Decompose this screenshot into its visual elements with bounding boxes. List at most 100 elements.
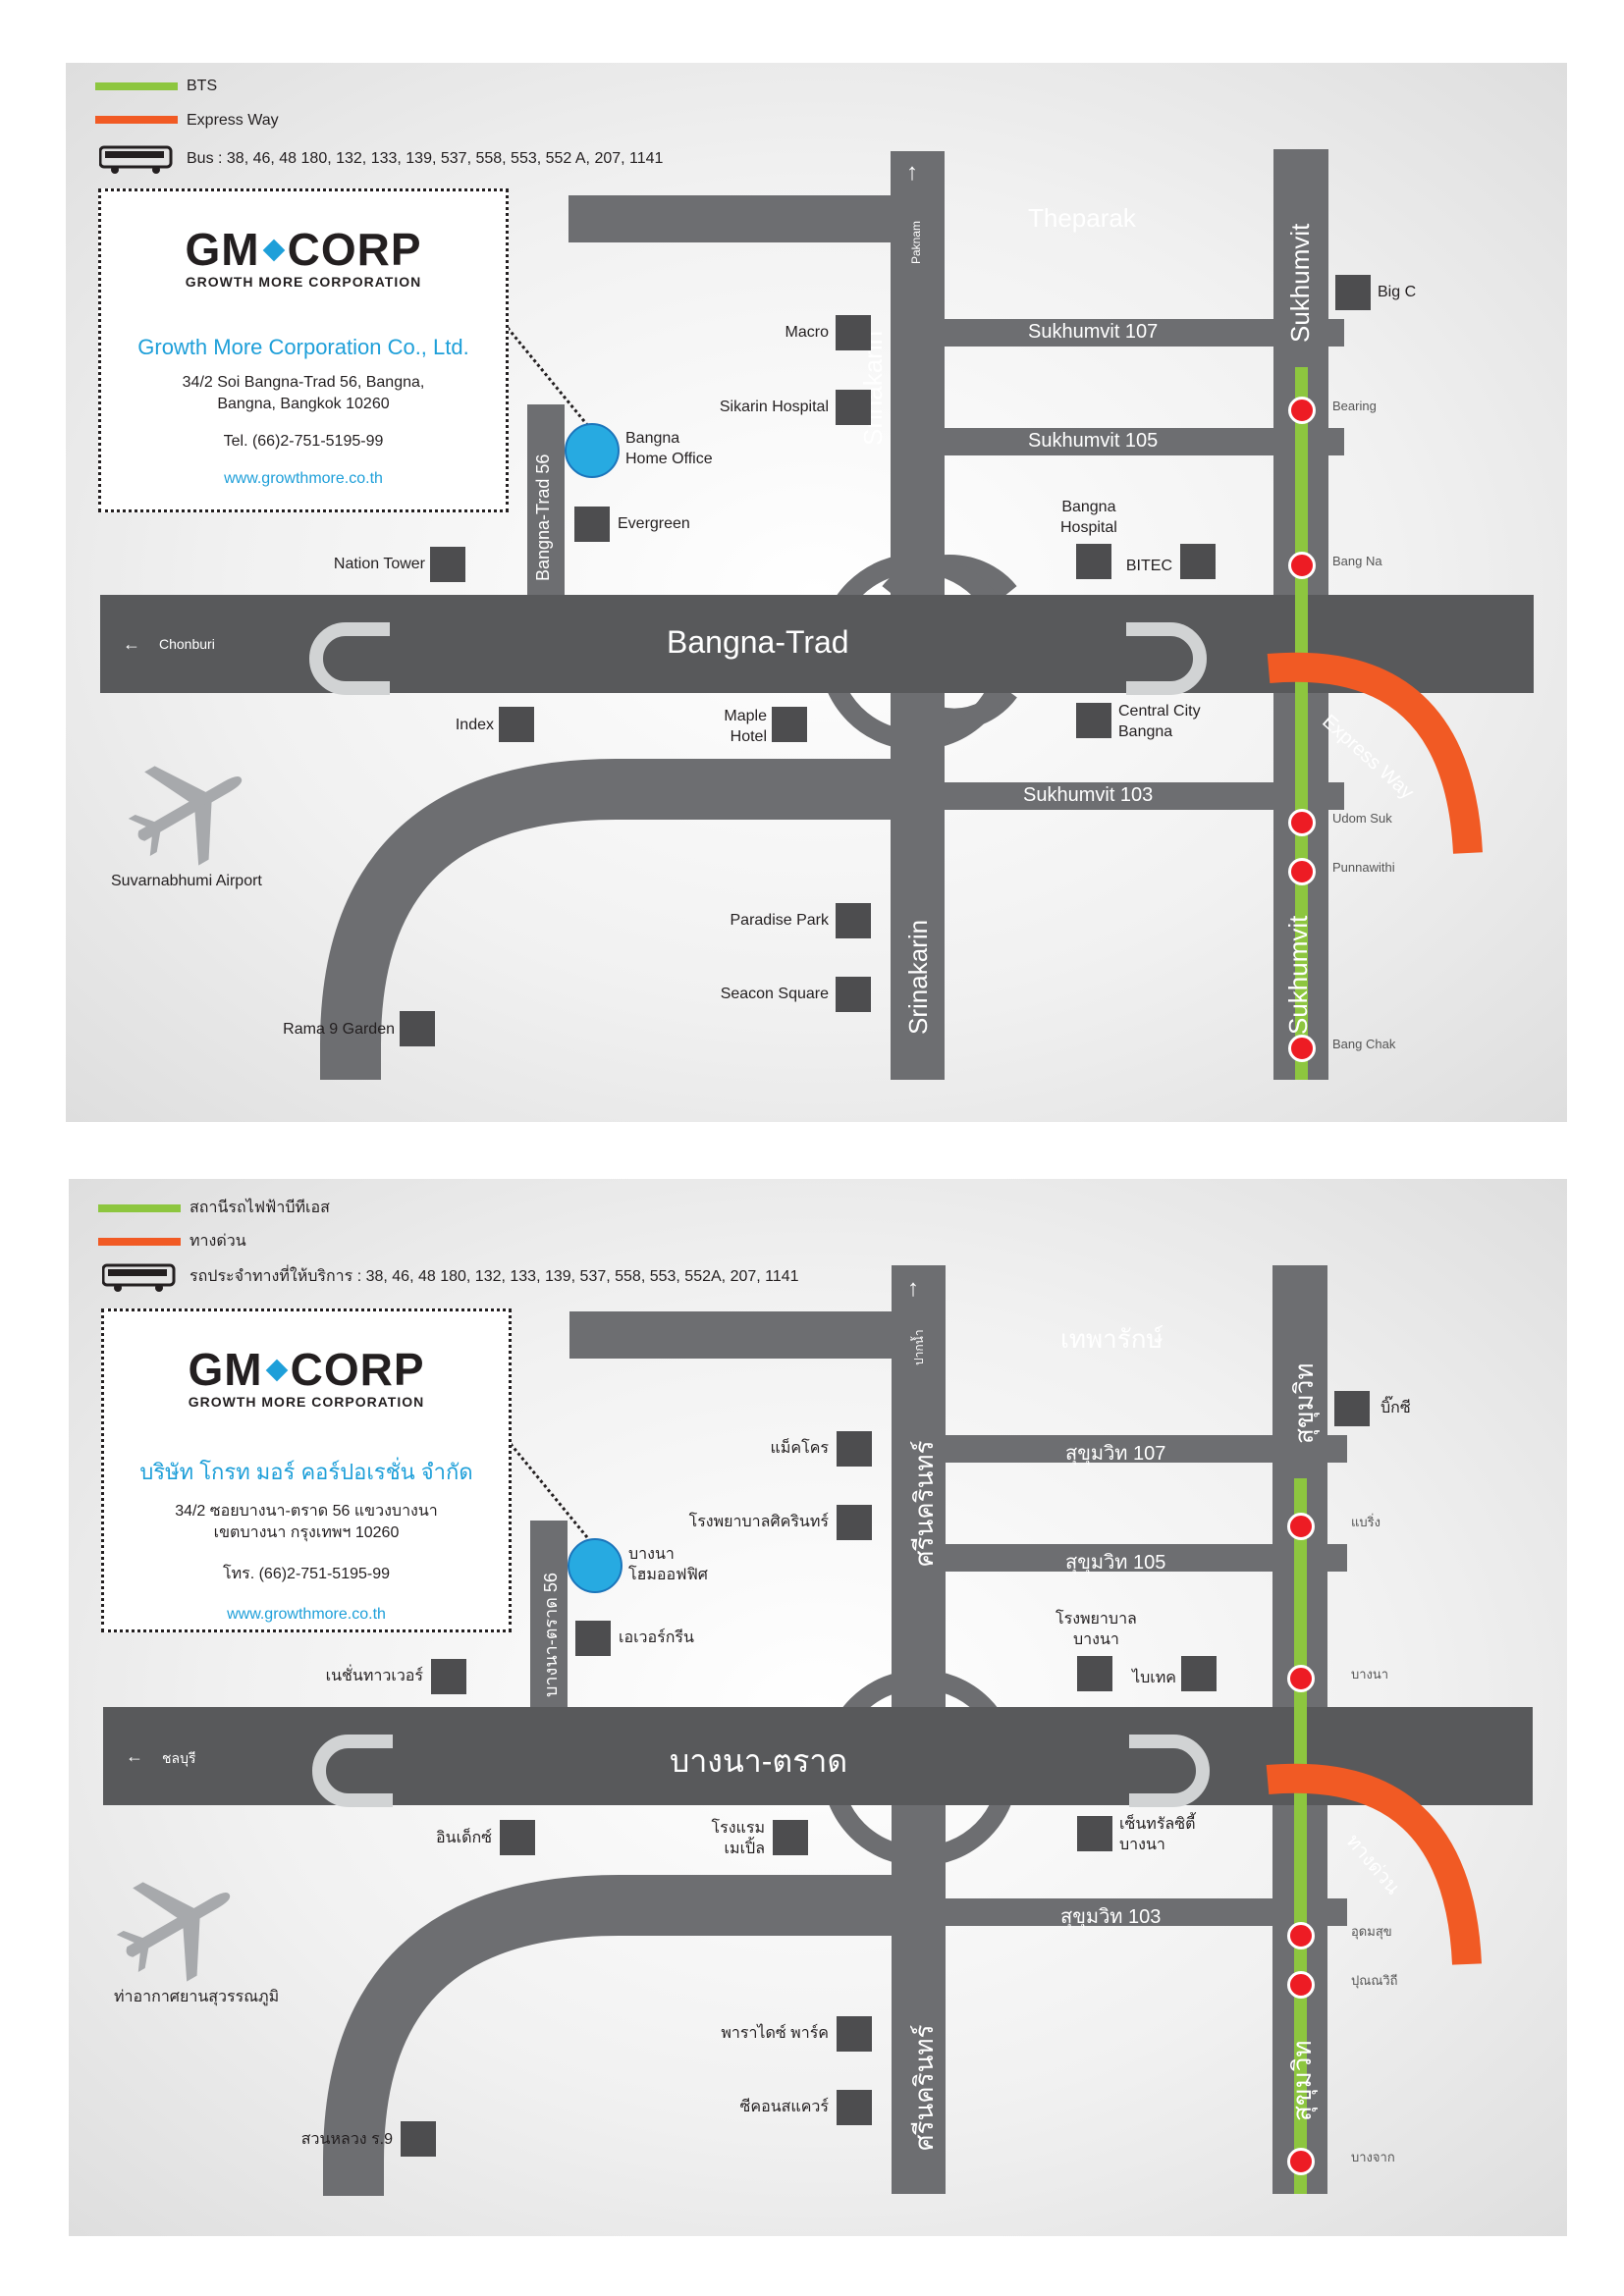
building-paradise-park (836, 903, 871, 938)
label-theparak: เทพารักษ์ (1060, 1324, 1164, 1354)
building-nation-tower (430, 547, 465, 582)
u-turn-right (1126, 622, 1207, 695)
legend-bts-label: สถานีรถไฟฟ้าบีทีเอส (189, 1200, 330, 1216)
building-sikarin-hospital (836, 390, 871, 425)
label-bitec: ไบเทค (1132, 1670, 1176, 1686)
bts-station-icon[interactable] (1288, 397, 1316, 424)
label-bangna-trad: Bangna-Trad (667, 624, 849, 660)
label-nation-tower: เนชั่นทาวเวอร์ (325, 1668, 423, 1684)
label-seacon-square: ซีคอนสแควร์ (739, 2099, 829, 2115)
label-sukhumvit-103: สุขุมวิท 103 (1060, 1906, 1162, 1928)
station-bang-chak: Bang Chak (1332, 1037, 1396, 1051)
legend-bts-label: BTS (187, 78, 218, 94)
building-bitec (1180, 544, 1216, 579)
bus-icon (98, 145, 174, 175)
building-nation-tower (431, 1659, 466, 1694)
company-phone: โทร. (66)2-751-5195-99 (222, 1566, 391, 1582)
label-rama9-garden: สวนหลวง ร.9 (300, 2131, 393, 2148)
legend-expressway-label: ทางด่วน (189, 1233, 246, 1250)
building-big-c (1335, 275, 1371, 310)
label-rama9-garden: Rama 9 Garden (283, 1021, 395, 1038)
u-turn-left (309, 622, 390, 695)
label-sukhumvit-105: สุขุมวิท 105 (1065, 1552, 1166, 1574)
label-seacon-square: Seacon Square (720, 986, 829, 1002)
label-bangna-trad: บางนา-ตราด (670, 1743, 848, 1779)
label-paknam: ปากน้ำ (912, 1329, 926, 1365)
station-bearing: Bearing (1332, 399, 1377, 413)
bts-station-icon[interactable] (1287, 1971, 1315, 1999)
legend-bts-line (95, 82, 178, 90)
bts-station-icon[interactable] (1288, 809, 1316, 836)
building-bangna-hospital (1077, 1656, 1112, 1691)
road-theparak (569, 1311, 933, 1359)
building-bangna-hospital (1076, 544, 1111, 579)
bts-station-icon[interactable] (1287, 1665, 1315, 1692)
legend-expressway-label: Express Way (187, 112, 279, 129)
bts-station-icon[interactable] (1287, 1922, 1315, 1949)
legend-bus-label: Bus : 38, 46, 48 180, 132, 133, 139, 537… (187, 150, 664, 167)
bts-station-icon[interactable] (1287, 2148, 1315, 2175)
company-name: บริษัท โกรท มอร์ คอร์ปอเรชั่น จำกัด (139, 1460, 473, 1484)
bts-station-icon[interactable] (1288, 552, 1316, 579)
building-evergreen (575, 1621, 611, 1656)
building-maple-hotel (772, 707, 807, 742)
logo-subtitle: GROWTH MORE CORPORATION (188, 1394, 425, 1410)
label-bangna-hospital: โรงพยาบาลบางนา (1056, 1611, 1137, 1648)
label-bangna-trad-56: Bangna-Trad 56 (533, 454, 553, 581)
label-chonburi: ชลบุรี (162, 1750, 196, 1766)
road-sukhumvit-103 (893, 1898, 1347, 1926)
label-sikarin-hospital: โรงพยาบาลศิครินทร์ (688, 1514, 829, 1530)
label-sukhumvit-103: Sukhumvit 103 (1023, 784, 1154, 806)
legend-expressway-line (98, 1238, 181, 1246)
building-index (500, 1820, 535, 1855)
label-big-c: บิ๊กซี (1380, 1400, 1411, 1416)
label-bitec: BITEC (1125, 558, 1172, 574)
label-macro: Macro (785, 324, 829, 341)
curved-road (320, 759, 891, 1080)
label-sukhumvit-bottom: สุขุมวิท (1287, 2040, 1317, 2121)
logo-diamond-icon (262, 239, 285, 262)
bts-station-icon[interactable] (1288, 1035, 1316, 1062)
building-sikarin-hospital (837, 1505, 872, 1540)
legend-expressway-line (95, 116, 178, 124)
label-srinakarin-bottom: ศรีนครินทร์ (909, 2024, 939, 2151)
road-network (100, 149, 1534, 1080)
station-bang-na: บางนา (1351, 1667, 1389, 1682)
office-location-marker[interactable] (565, 423, 620, 478)
building-central-city (1076, 703, 1111, 738)
company-website[interactable]: www.growthmore.co.th (227, 1606, 386, 1623)
label-sikarin-hospital: Sikarin Hospital (719, 399, 829, 415)
label-sukhumvit-top: สุขุมวิท (1289, 1362, 1319, 1444)
company-name: Growth More Corporation Co., Ltd. (137, 335, 469, 359)
label-paknam: Paknam (909, 220, 923, 264)
label-central-city: เซ็นทรัลซิตี้บางนา (1119, 1816, 1196, 1853)
bts-station-icon[interactable] (1288, 858, 1316, 885)
expressway-arc (1267, 652, 1483, 854)
bts-station-icon[interactable] (1287, 1513, 1315, 1540)
label-srinakarin-top: ศรีนครินทร์ (909, 1440, 939, 1567)
company-address: 34/2 ซอยบางนา-ตราด 56 แขวงบางนาเขตบางนา … (175, 1503, 438, 1541)
road-bangna-trad-56 (527, 404, 565, 630)
label-paradise-park: พาราไดซ์ พาร์ค (721, 2025, 829, 2042)
company-address: 34/2 Soi Bangna-Trad 56, Bangna,Bangna, … (182, 374, 425, 412)
bus-icon (101, 1263, 177, 1293)
airplane-icon (128, 766, 243, 866)
u-turn-right (1129, 1735, 1210, 1807)
station-bang-chak: บางจาก (1351, 2150, 1395, 2164)
station-udom-suk: Udom Suk (1332, 811, 1392, 826)
legend-bts-line (98, 1204, 181, 1212)
building-paradise-park (837, 2016, 872, 2052)
building-evergreen (574, 507, 610, 542)
building-bitec (1181, 1656, 1217, 1691)
office-location-marker[interactable] (568, 1538, 623, 1593)
company-website[interactable]: www.growthmore.co.th (224, 470, 383, 487)
label-office: บางนาโฮมออฟฟิศ (628, 1546, 708, 1583)
bts-line (1294, 1478, 1307, 2194)
